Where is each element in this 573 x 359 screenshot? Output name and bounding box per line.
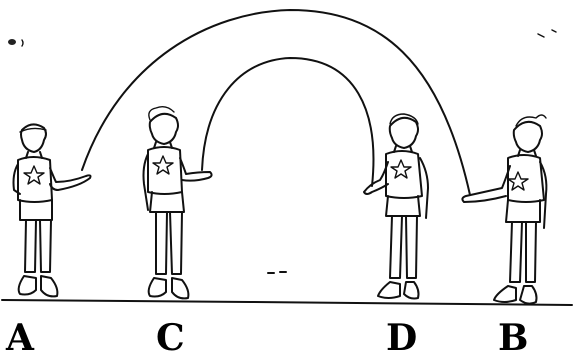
- label-a: A: [6, 320, 34, 356]
- outer-rope: [82, 10, 470, 195]
- label-c: C: [156, 320, 185, 356]
- person-b: [462, 115, 546, 304]
- paper-specks: [8, 30, 556, 273]
- ground-line: [2, 300, 572, 305]
- inner-rope: [202, 58, 373, 186]
- person-c: [144, 107, 212, 299]
- person-a: [14, 124, 91, 296]
- label-b: B: [498, 320, 528, 356]
- label-d: D: [386, 320, 417, 356]
